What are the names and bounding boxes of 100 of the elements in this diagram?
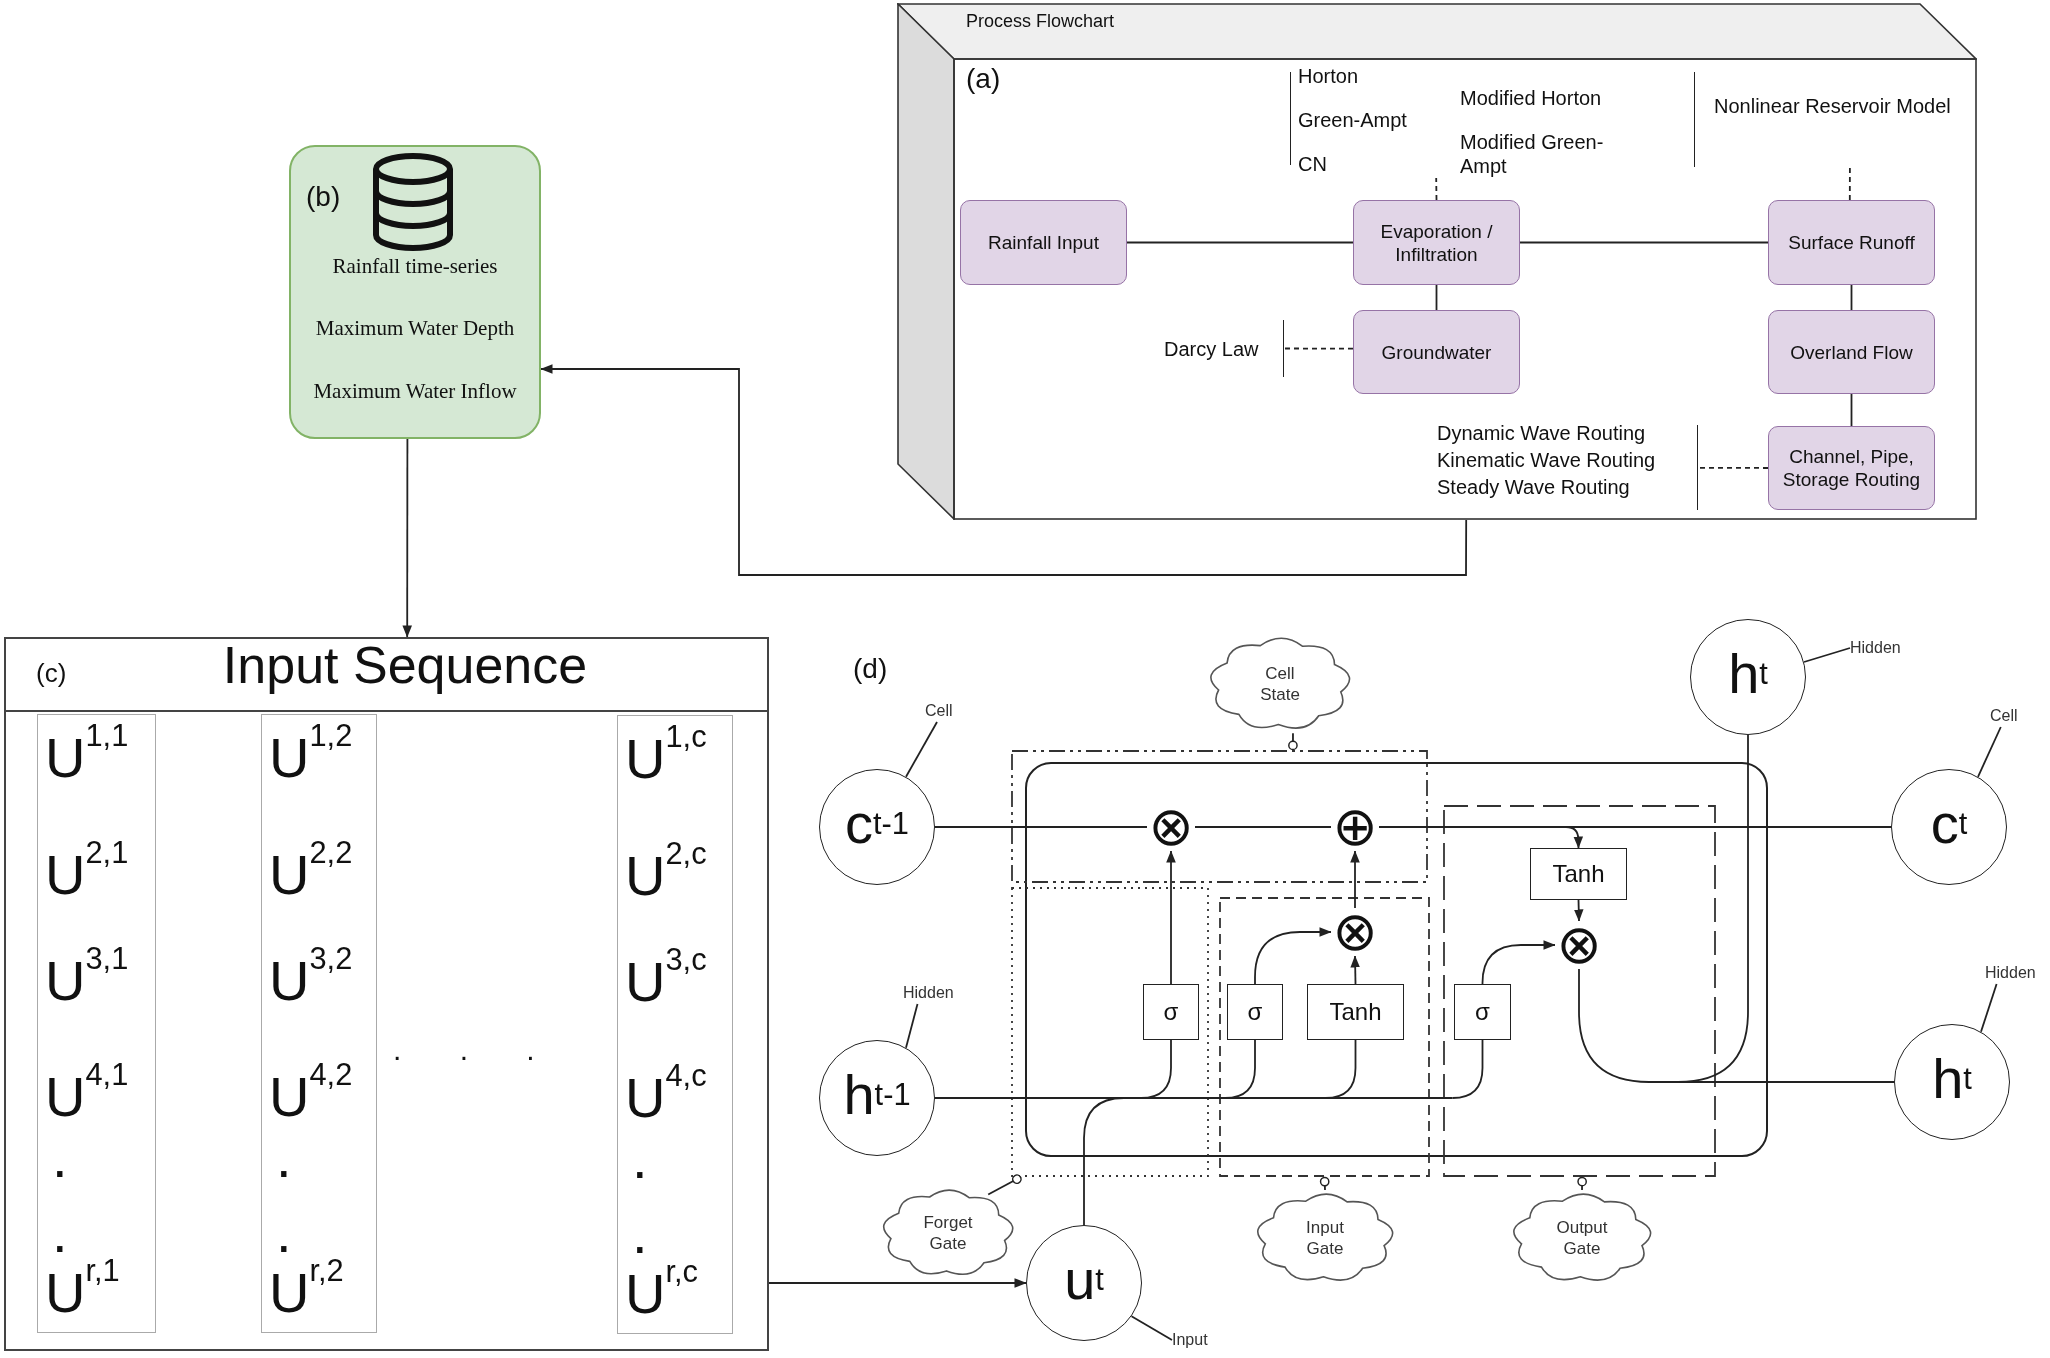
method-label: Modified Horton [1460,86,1602,110]
leader-line [1803,647,1851,663]
matrix-entry: U$^{r,1}$ [45,1256,120,1326]
gate-region [1219,897,1430,1177]
arrow [540,364,1468,576]
arrow [1166,850,1176,985]
callout-label: Input [1172,1329,1216,1351]
connector-line [1850,393,1853,427]
activation-box: Tanh [1307,984,1404,1040]
ellipsis-dot: . [276,1138,292,1178]
arrow [768,1278,1027,1288]
connector-line [1848,166,1851,201]
method-label: Steady Wave Routing [1437,475,1630,499]
callout-label: Cell [925,700,965,722]
matrix-entry: U$^{3,1}$ [45,944,129,1014]
matrix-entry: U$^{1,1}$ [45,721,129,791]
connector-line [1284,347,1354,350]
data-label: Rainfall time-series [332,254,498,279]
callout-label: Hidden [903,982,961,1004]
gate-region [1011,750,1428,883]
process-box: Groundwater [1353,310,1520,394]
data-label: Maximum Water Depth [315,316,515,341]
process-box: Evaporation / Infiltration [1353,200,1520,285]
matrix-entry: U$^{2,c}$ [625,839,707,909]
sequence-column [617,715,733,1334]
activation-box: σ [1454,984,1511,1040]
state-circle: c$^{t}$ [1891,769,2007,885]
matrix-entry: U$^{2,1}$ [45,838,129,908]
state-circle: c$^{t-1}$ [819,769,935,885]
state-circle: h$^{t-1}$ [819,1040,935,1156]
arrow [1565,826,1584,849]
connector-line [1435,177,1438,201]
operator-symbol: ⊕ [1331,803,1379,851]
process-box: Rainfall Input [960,200,1127,285]
matrix-entry: U$^{3,c}$ [625,945,707,1015]
connector-line [1378,826,1567,828]
ellipsis-dot: . [276,1213,292,1253]
connector-line [1451,1039,1484,1099]
panel-label: (b) [306,180,341,214]
callout-label: Hidden [1985,962,2043,984]
arrow [1573,899,1584,922]
arrow [1350,955,1360,985]
leader-line [1980,983,1998,1033]
matrix-entry: U$^{3,2}$ [269,944,353,1014]
method-label: Dynamic Wave Routing [1437,421,1646,445]
matrix-entry: U$^{r,c}$ [625,1257,698,1327]
method-label: Darcy Law [1164,337,1259,361]
connector-line [1578,968,1679,1083]
ellipsis-dots: . . . [393,1032,535,1068]
sequence-panel [4,637,769,1351]
state-circle: h$^{t}$ [1894,1024,2010,1140]
method-label: CN [1298,152,1327,176]
panel-label: (c) [36,658,67,689]
process-box: Surface Runoff [1768,200,1935,285]
matrix-entry: U$^{r,2}$ [269,1256,344,1326]
ellipsis-dot: . [52,1213,68,1253]
connector-line [934,826,1148,828]
connector-line [1850,284,1853,311]
callout-label: Hidden [1850,637,1908,659]
data-label: Maximum Water Inflow [313,379,517,404]
panel-label: (d) [853,652,888,686]
gate-region [1443,805,1716,1177]
process-box: Overland Flow [1768,310,1935,394]
connector-line [1435,284,1438,311]
matrix-entry: U$^{2,2}$ [269,838,353,908]
sequence-column [261,714,377,1333]
leader-line [905,721,938,778]
leader-line [905,1003,919,1049]
method-label: Horton [1298,64,1359,88]
activation-box: Tanh [1530,848,1627,900]
flowchart-panel [897,3,1977,520]
activation-box: σ [1143,984,1199,1040]
leader-line [1130,1315,1173,1341]
connector-line [1677,734,1749,1083]
operator-symbol: ⊗ [1147,803,1195,851]
connector-line [1698,466,1769,469]
matrix-entry: U$^{1,2}$ [269,721,353,791]
arrow [402,438,412,638]
sequence-column [37,714,156,1333]
operator-symbol: ⊗ [1331,908,1379,956]
method-label: Nonlinear Reservoir Model [1714,94,1951,118]
method-label: Kinematic Wave Routing [1437,448,1656,472]
matrix-entry: U$^{4,1}$ [45,1060,129,1130]
connector-line [1519,241,1769,244]
matrix-entry: U$^{4,2}$ [269,1060,353,1130]
state-circle: u$^{t}$ [1026,1225,1142,1341]
connector-line [1194,826,1332,828]
database-icon [370,152,456,252]
process-box: Channel, Pipe, Storage Routing [1768,426,1935,510]
matrix-entry: U$^{4,c}$ [625,1061,707,1131]
method-label: Modified Green-Ampt [1460,130,1605,178]
arrow [1350,850,1360,909]
activation-box: σ [1227,984,1283,1040]
callout-label: Cell [1990,705,2026,727]
connector-line [1126,241,1354,244]
arrow [1254,927,1332,985]
data-panel [289,145,541,439]
ellipsis-dot: . [632,1214,648,1254]
ellipsis-dot: . [632,1139,648,1179]
state-circle: h$^{t}$ [1690,619,1806,735]
